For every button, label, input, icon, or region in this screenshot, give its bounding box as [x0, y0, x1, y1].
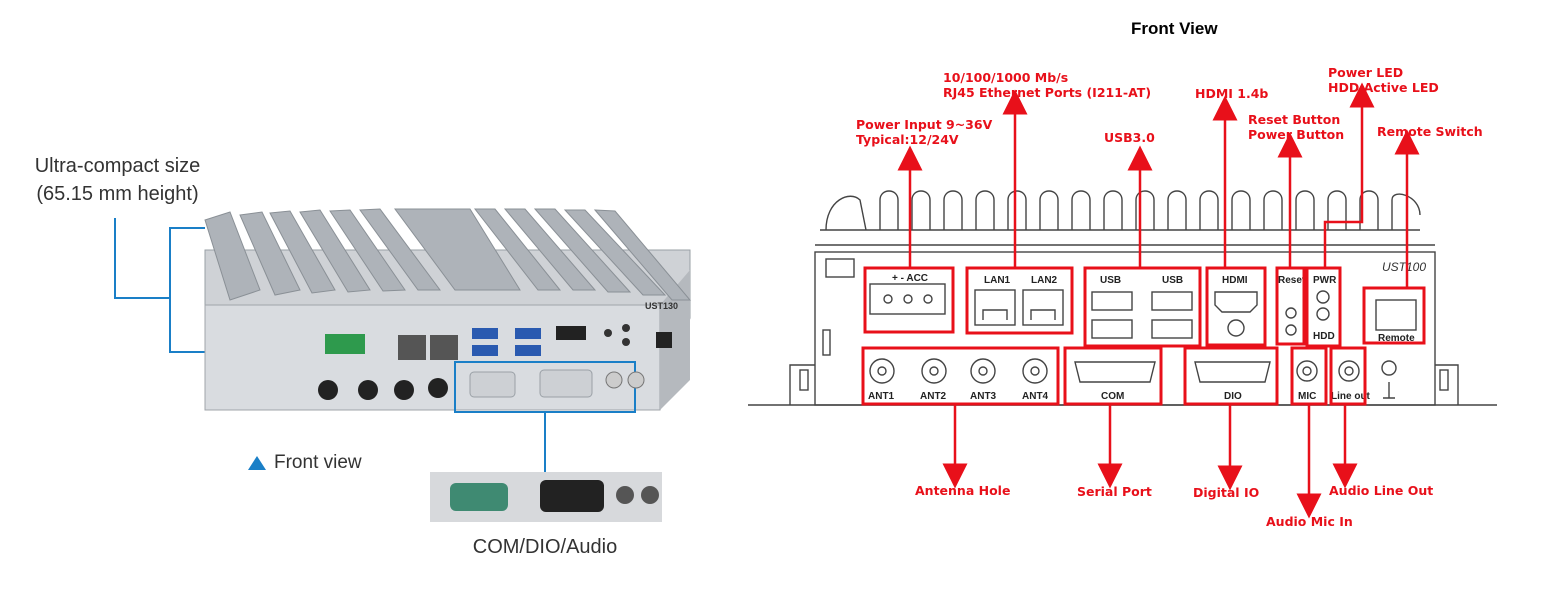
front-view-caption-text: Front view [274, 452, 362, 473]
callout-serial-line1: Serial Port [1077, 484, 1152, 499]
usb2-text: USB [1162, 275, 1183, 286]
ant2-text: ANT2 [920, 391, 947, 402]
callout-leds-line1: Power LED [1328, 65, 1404, 80]
usb1-text: USB [1100, 275, 1121, 286]
size-callout-line2: (65.15 mm height) [36, 183, 199, 205]
callout-lan-line1: 10/100/1000 Mb/s [943, 70, 1069, 85]
callout-remote: Remote Switch [1377, 124, 1483, 139]
ant4-text: ANT4 [1022, 391, 1049, 402]
com-text: COM [1101, 391, 1124, 402]
remote-text: Remote [1378, 333, 1415, 344]
lan2-text: LAN2 [1031, 275, 1058, 286]
callout-antenna-line1: Antenna Hole [915, 483, 1011, 498]
triangle-up-icon [248, 456, 266, 470]
callout-lan-line2: RJ45 Ethernet Ports (I211-AT) [943, 85, 1152, 100]
power-terminal-text: + - ACC [892, 273, 928, 284]
ant3-text: ANT3 [970, 391, 997, 402]
callout-mic: Audio Mic In [1266, 514, 1353, 529]
mic-text: MIC [1298, 391, 1316, 402]
size-callout-line1: Ultra-compact size [34, 155, 201, 177]
diagram-brand: UST100 [1382, 260, 1426, 274]
product-photo-panel: Ultra-compact size (65.15 mm height) [0, 0, 720, 591]
lan1-text: LAN1 [984, 275, 1011, 286]
callout-hdmi: HDMI 1.4b [1195, 86, 1268, 101]
callout-usb-line1: USB3.0 [1104, 130, 1155, 145]
callout-leds-line2: HDD Active LED [1328, 80, 1439, 95]
size-callout: Ultra-compact size (65.15 mm height) [30, 152, 205, 208]
callout-remote-line1: Remote Switch [1377, 124, 1483, 139]
callout-lan: 10/100/1000 Mb/s RJ45 Ethernet Ports (I2… [943, 70, 1151, 100]
callout-reset-line1: Reset Button [1248, 112, 1341, 127]
callout-power-line1: Power Input 9~36V [856, 117, 993, 132]
callout-leds: Power LED HDD Active LED [1328, 65, 1439, 95]
hdd-text: HDD [1313, 331, 1335, 342]
lineout-text: Line out [1331, 391, 1371, 402]
device-photo-illustration: UST130 [114, 208, 692, 522]
reset-text: Reset [1278, 275, 1306, 286]
callout-hdmi-line1: HDMI 1.4b [1195, 86, 1269, 101]
callout-dio-line1: Digital IO [1193, 485, 1260, 500]
callout-usb: USB3.0 [1104, 130, 1155, 145]
callout-mic-line1: Audio Mic In [1266, 514, 1353, 529]
callout-serial: Serial Port [1077, 484, 1152, 499]
callout-power-input: Power Input 9~36V Typical:12/24V [856, 117, 992, 147]
callout-reset-power: Reset Button Power Button [1248, 112, 1344, 142]
diagram-title: Front View [1131, 19, 1218, 38]
callout-reset-line2: Power Button [1248, 127, 1345, 142]
ant1-text: ANT1 [868, 391, 895, 402]
dio-text: DIO [1224, 391, 1242, 402]
callout-lineout-line1: Audio Line Out [1329, 483, 1434, 498]
callout-lineout: Audio Line Out [1329, 483, 1433, 498]
hdmi-text: HDMI [1222, 275, 1248, 286]
front-view-caption: Front view [248, 452, 362, 474]
photo-brand: UST130 [645, 301, 678, 311]
pwr-text: PWR [1313, 275, 1337, 286]
callout-antenna: Antenna Hole [915, 483, 1010, 498]
callout-dio: Digital IO [1193, 485, 1259, 500]
callout-power-line2: Typical:12/24V [856, 132, 959, 147]
audio-caption: COM/DIO/Audio [472, 536, 618, 558]
